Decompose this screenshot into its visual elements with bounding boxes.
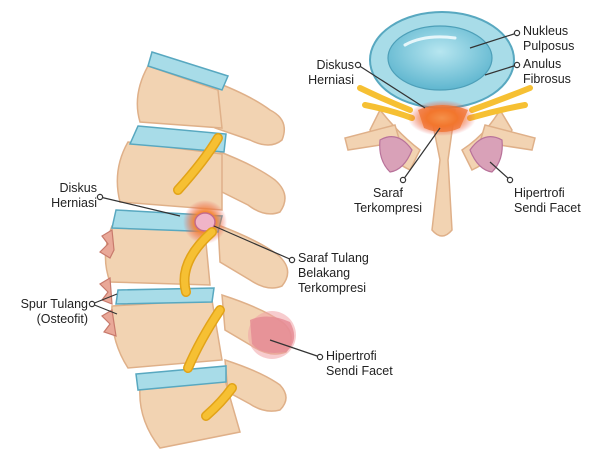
label-saraf-tulang-belakang: Saraf Tulang Belakang Terkompresi (298, 251, 369, 296)
label-spur-tulang: Spur Tulang (Osteofit) (4, 297, 88, 327)
label-diskus-herniasi-top: Diskus Herniasi (290, 58, 354, 88)
label-anulus-fibrosus: Anulus Fibrosus (523, 57, 571, 87)
posterior-processes (210, 80, 291, 411)
label-hipertrofi-top: Hipertrofi Sendi Facet (514, 186, 581, 216)
facet-hypertrophy-side (248, 311, 296, 359)
label-saraf-terkompresi: Saraf Terkompresi (348, 186, 428, 216)
compression-zone (408, 100, 476, 136)
top-disc (370, 12, 514, 108)
label-hipertrofi-side: Hipertrofi Sendi Facet (326, 349, 393, 379)
label-diskus-herniasi-side: Diskus Herniasi (20, 181, 97, 211)
label-nukleus-pulposus: Nukleus Pulposus (523, 24, 574, 54)
osteophytes (100, 230, 116, 336)
side-view-spine (89, 52, 322, 448)
